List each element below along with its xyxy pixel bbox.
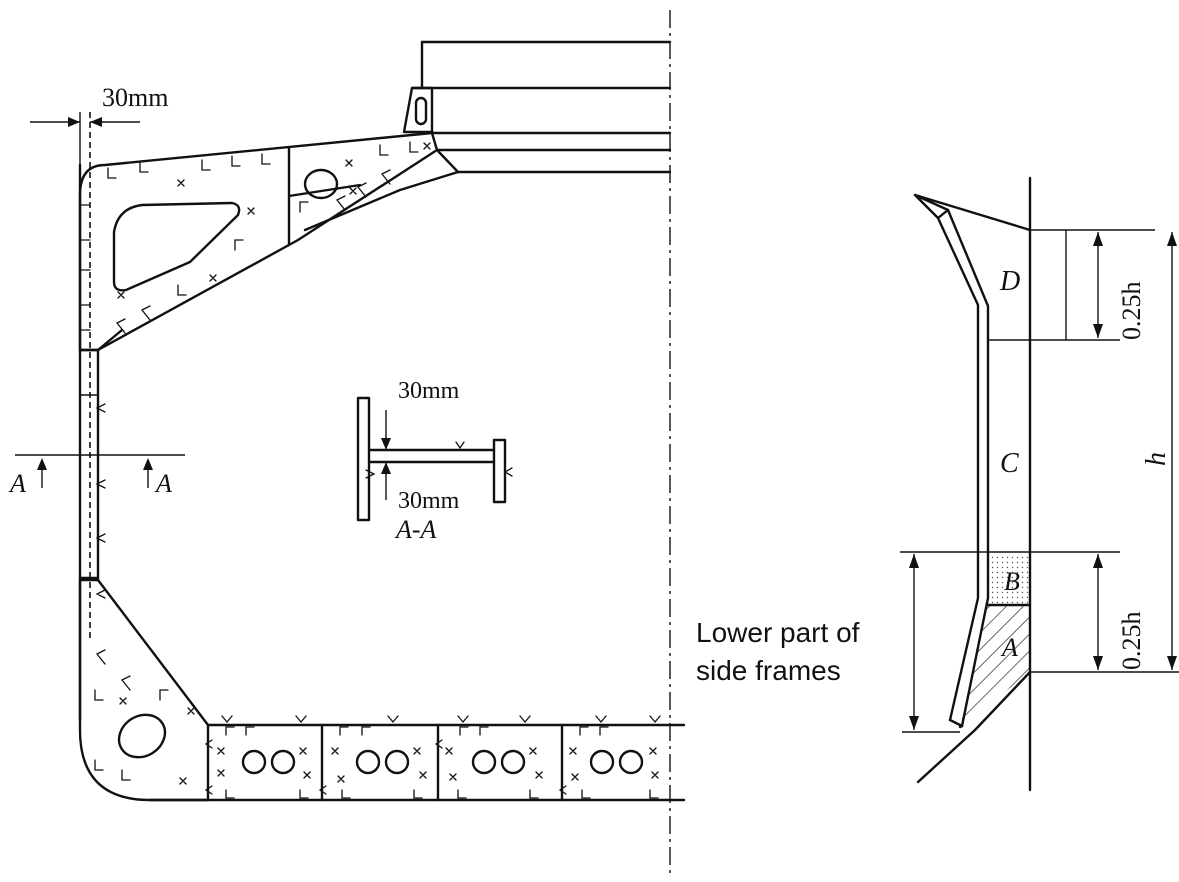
topside-tank <box>78 131 672 352</box>
zone-c-label: C <box>1000 448 1019 479</box>
section-a-a-detail: 30mm 30mm A-A <box>356 378 513 544</box>
section-name: A-A <box>394 515 437 544</box>
deck-plates <box>410 40 672 152</box>
midship-section: 30mm A A <box>8 10 686 875</box>
side-frame-diagram: 0.25h h 0.25h D C B A Lower part of side… <box>696 176 1179 792</box>
lightening-hole <box>112 201 241 292</box>
section-dim-bottom: 30mm <box>398 488 460 514</box>
dim-upper-label: 0.25h <box>1117 282 1146 341</box>
bilge-hopper <box>78 578 210 802</box>
zone-a-label: A <box>1000 633 1018 662</box>
top-offset-dimension: 30mm <box>30 83 168 165</box>
double-bottom <box>148 723 686 802</box>
section-mark-left: A <box>8 469 26 498</box>
zone-a-hatch <box>960 605 1030 727</box>
weld-symbols <box>79 141 661 799</box>
frame-web-inner <box>946 208 990 728</box>
section-mark-right: A <box>154 469 172 498</box>
frame-web-outer <box>936 216 980 722</box>
section-flange-left <box>356 396 371 522</box>
caption-line-2: side frames <box>696 655 841 686</box>
side-shell <box>78 112 124 722</box>
access-hole <box>303 168 339 200</box>
zone-d-label: D <box>999 266 1020 297</box>
caption-line-1: Lower part of <box>696 617 860 648</box>
zone-b-fill <box>987 555 1030 605</box>
bilge-access-hole <box>117 713 167 759</box>
zone-b-label: B <box>1004 567 1020 596</box>
dim-total-label: h <box>1141 452 1172 466</box>
dim-lower-label: 0.25h <box>1117 612 1146 671</box>
section-dim-top: 30mm <box>398 378 460 404</box>
coaming-bracket <box>402 86 434 134</box>
section-flange-right <box>492 438 507 504</box>
section-marker: A A <box>8 454 185 498</box>
top-dim-label: 30mm <box>102 83 168 112</box>
